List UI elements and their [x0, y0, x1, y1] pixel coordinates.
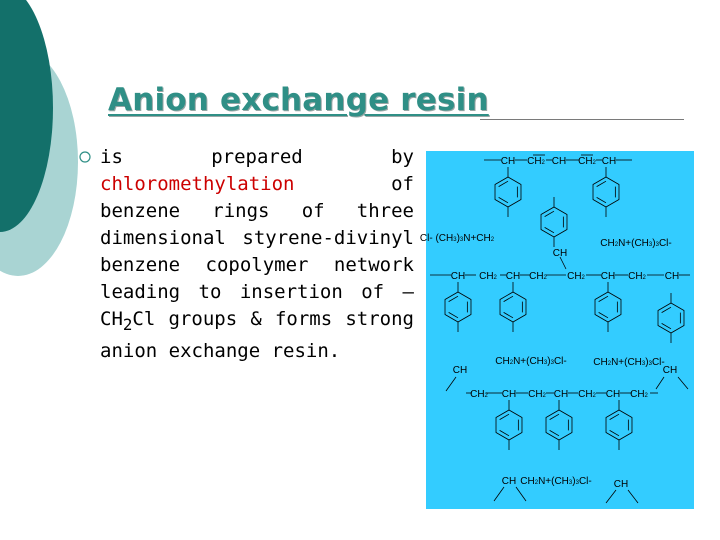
ch-label: CH	[663, 365, 677, 376]
quaternary-ammonium-group-label: CH2N+(CH3)3Cl-	[495, 356, 566, 367]
ch-label: CH	[506, 271, 520, 282]
bond-line	[498, 197, 509, 204]
bond-line	[549, 430, 560, 437]
bond-line	[627, 489, 639, 504]
bond-line	[559, 256, 567, 270]
bond-line	[544, 210, 555, 217]
description-paragraph: is prepared by chloromethylation of benz…	[100, 144, 414, 365]
ch2-label: CH2	[578, 389, 596, 400]
paragraph-text-2: of benzene rings of three dimensional st…	[100, 173, 414, 330]
bond-line	[596, 180, 607, 187]
ch-label: CH	[602, 156, 616, 167]
ch-label: CH	[554, 389, 568, 400]
bond-line	[609, 413, 620, 420]
ch2-label: CH2	[630, 389, 648, 400]
bond-line	[598, 312, 609, 319]
paragraph-text-3: Cl groups & forms strong anion exchange …	[100, 308, 414, 362]
ch2-label: CH2	[529, 271, 547, 282]
ch2-label: CH2	[628, 271, 646, 282]
ch-label: CH	[501, 156, 515, 167]
ch-label: CH	[502, 389, 516, 400]
ch-label: CH	[453, 365, 467, 376]
ch-label: CH	[614, 479, 628, 490]
bond-line	[661, 306, 672, 313]
bond-line	[448, 295, 459, 302]
ch-label: CH	[606, 389, 620, 400]
bond-line	[661, 323, 672, 330]
title-underline-rule	[480, 119, 684, 120]
bond-line	[677, 376, 689, 390]
quaternary-ammonium-group-label: CH2N+(CH3)3Cl-	[593, 357, 664, 368]
slide-title: Anion exchange resin	[108, 82, 489, 118]
ch2-label: CH2	[567, 271, 585, 282]
quaternary-ammonium-group-label: Cl- (CH3)3N+CH2	[420, 233, 495, 244]
subscript-2: 2	[122, 314, 133, 334]
ch-label: CH	[601, 271, 615, 282]
bond-line	[605, 489, 617, 504]
ch-label: CH	[451, 271, 465, 282]
highlighted-term: chloromethylation	[100, 173, 295, 195]
ch2-label: CH2	[479, 271, 497, 282]
decorative-circles	[0, 0, 78, 276]
paragraph-text-1: is prepared by	[100, 146, 414, 168]
bond-line	[498, 180, 509, 187]
quaternary-ammonium-group-label: CH2N+(CH3)3Cl-	[520, 476, 591, 487]
quaternary-ammonium-group-label: CH2N+(CH3)3Cl-	[600, 238, 671, 249]
ch2-label: CH2	[578, 156, 596, 167]
bond-line	[596, 197, 607, 204]
ch-label: CH	[502, 476, 516, 487]
bond-line	[503, 312, 514, 319]
bond-line	[503, 295, 514, 302]
bond-line	[448, 312, 459, 319]
bond-line	[499, 430, 510, 437]
bullet-circle-icon	[79, 151, 91, 163]
ch2-label: CH2	[470, 389, 488, 400]
bond-line	[544, 227, 555, 234]
bond-line	[655, 376, 665, 390]
bond-line	[493, 486, 505, 502]
ch2-label: CH2	[527, 156, 545, 167]
bond-line	[609, 430, 620, 437]
bond-line	[499, 413, 510, 420]
ch-label: CH	[665, 271, 679, 282]
bond-line	[445, 376, 457, 392]
bond-line	[598, 295, 609, 302]
ch-label: CH	[552, 156, 566, 167]
bond-line	[549, 413, 560, 420]
bond-line	[515, 486, 527, 502]
ch-label: CH	[553, 248, 567, 259]
ch2-label: CH2	[528, 389, 546, 400]
